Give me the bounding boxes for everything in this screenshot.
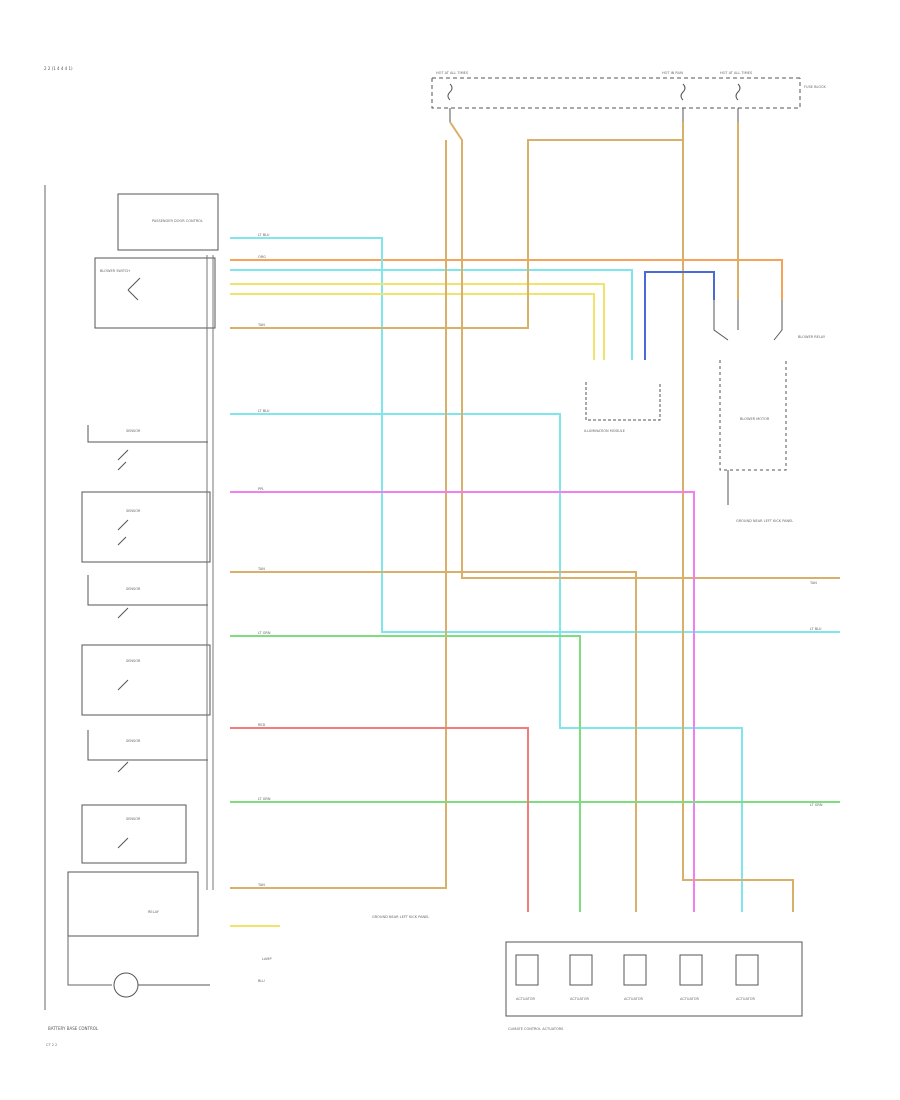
relay-label: RELAY: [148, 910, 160, 914]
wire-yellow-1: [230, 283, 605, 360]
svg-text:ACTUATOR: ACTUATOR: [624, 997, 643, 1001]
wire-red: [230, 727, 529, 912]
lamp: [67, 936, 210, 998]
sensor-box-6: SENSOR: [81, 644, 211, 716]
fuse-label-1: HOT AT ALL TIMES: [436, 71, 469, 75]
illumination-module: ILLUMINATION MODULE: [584, 382, 661, 433]
wl-ppl: PPL: [258, 487, 264, 491]
wl-tan: TAN: [257, 323, 265, 327]
actuator-5: ACTUATOR: [735, 954, 759, 1001]
blower-motor-label: BLOWER MOTOR: [740, 417, 770, 421]
wire-yellow-2: [230, 293, 595, 360]
actuator-group: CLIMATE CONTROL ACTUATORS ACTUATOR ACTUA…: [505, 941, 803, 1031]
wl-tan-2: TAN: [257, 567, 265, 571]
wl-red: RED: [258, 723, 266, 727]
wire-cyan-3: [230, 413, 743, 912]
wl-grn: LT GRN: [258, 631, 271, 635]
relay-ground-note: GROUND NEAR LEFT KICK PANEL: [372, 915, 429, 919]
wl-org: ORG: [258, 255, 266, 259]
sensor-box-4: SENSOR: [81, 491, 211, 563]
sw3-label: SENSOR: [126, 429, 141, 433]
svg-text:ACTUATOR: ACTUATOR: [516, 997, 535, 1001]
wl-blu: BLU: [258, 979, 265, 983]
illum-label: ILLUMINATION MODULE: [584, 429, 625, 433]
wire-blue: [644, 271, 715, 360]
lamp-icon: [113, 972, 139, 998]
wire-cyan-1: [230, 237, 840, 633]
fuse-1: [447, 83, 453, 101]
fuse-block: HOT AT ALL TIMES HOT IN RUN HOT AT ALL T…: [431, 71, 827, 122]
wire-magenta: [230, 491, 695, 912]
wl-ltblu: LT BLU: [258, 233, 270, 237]
sensor-box-3: SENSOR: [87, 425, 208, 471]
blower-relay: BLOWER RELAY BLOWER MOTOR GROUND NEAR LE…: [713, 300, 826, 523]
fuse-3: [735, 83, 741, 101]
wire-orange: [230, 259, 783, 300]
actuator-1: ACTUATOR: [515, 954, 539, 1001]
sensor-box-5: SENSOR: [87, 575, 208, 619]
sw6-label: SENSOR: [126, 659, 141, 663]
wl-grn-2: LT GRN: [258, 797, 271, 801]
actuator-group-label: CLIMATE CONTROL ACTUATORS: [508, 1027, 564, 1031]
switch-box-2: BLOWER SWITCH: [94, 257, 216, 329]
wire-green-1: [230, 635, 581, 912]
fuse-2: [680, 83, 686, 101]
svg-text:ACTUATOR: ACTUATOR: [680, 997, 699, 1001]
exit-ltblu: LT BLU: [810, 627, 822, 631]
wire-tan-3: [449, 121, 840, 579]
footer-text: BATTERY BASE CONTROL: [48, 1026, 99, 1031]
wire-tan-1: [230, 122, 684, 329]
sw8-label: SENSOR: [126, 817, 141, 821]
sw7-label: SENSOR: [126, 739, 141, 743]
sw2-label: BLOWER SWITCH: [100, 269, 130, 273]
lamp-label: LAMP: [262, 957, 272, 961]
fuse-block-label: FUSE BLOCK: [804, 85, 827, 89]
actuator-3: ACTUATOR: [623, 954, 647, 1001]
header-text: 2 2 (1 4 4 4 1): [44, 66, 73, 71]
wire-tan-2: [682, 140, 794, 912]
svg-text:ACTUATOR: ACTUATOR: [570, 997, 589, 1001]
switch-box-1: PASSENGER DOOR CONTROL: [117, 193, 219, 251]
wire-tan-5: [230, 140, 447, 889]
relay-box: RELAY: [67, 871, 199, 937]
sw1-label: PASSENGER DOOR CONTROL: [152, 219, 203, 223]
exit-tan: TAN: [809, 581, 817, 585]
wl-ltblu-2: LT BLU: [258, 409, 270, 413]
fuse-label-2: HOT IN RUN: [662, 71, 683, 75]
sw5-label: SENSOR: [126, 587, 141, 591]
blower-relay-label: BLOWER RELAY: [798, 335, 826, 339]
ground-note-label: GROUND NEAR LEFT KICK PANEL: [736, 519, 793, 523]
wire-cyan-2: [230, 269, 633, 360]
sw4-label: SENSOR: [126, 509, 141, 513]
actuator-2: ACTUATOR: [569, 954, 593, 1001]
fuse-label-3: HOT AT ALL TIMES: [720, 71, 753, 75]
actuator-4: ACTUATOR: [679, 954, 703, 1001]
sensor-box-7: SENSOR: [87, 730, 208, 773]
sensor-box-8: SENSOR: [81, 804, 187, 864]
wire-tan-4: [230, 571, 637, 912]
svg-text:ACTUATOR: ACTUATOR: [736, 997, 755, 1001]
footer-code: CT 2 2: [46, 1043, 57, 1047]
exit-ltgrn: LT GRN: [810, 803, 823, 807]
wl-tan-3: TAN: [257, 883, 265, 887]
